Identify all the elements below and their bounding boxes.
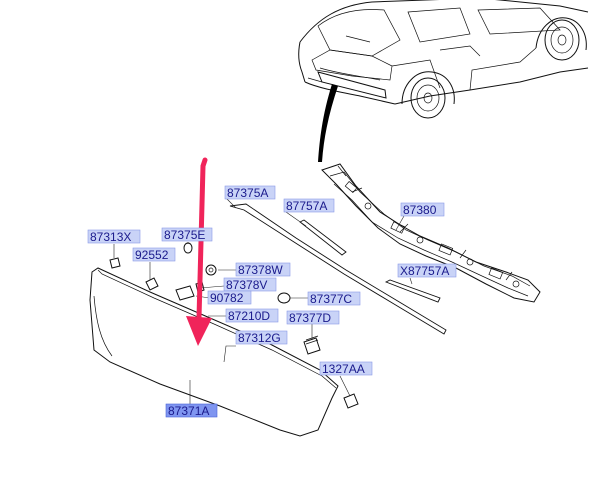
long-tape-strip: [229, 203, 447, 335]
pad-87377c: [277, 292, 291, 304]
label-87210d: 87210D: [228, 309, 270, 323]
label-87371a: 87371A: [168, 404, 209, 418]
highlight-arrow: [186, 157, 212, 346]
part-labels: 87375A 87757A 87380 87313X 87375E 92552 …: [87, 185, 457, 418]
label-87377d: 87377D: [289, 311, 331, 325]
leader-lines: [113, 197, 413, 404]
nut-92552: [145, 277, 159, 291]
label-87312g: 87312G: [238, 331, 281, 345]
clip-90782: [175, 285, 195, 301]
label-87377c: 87377C: [310, 292, 352, 306]
grommet-87375e: [183, 242, 193, 254]
tailgate-garnish-87371a: [89, 267, 339, 437]
tape-strip-right: [384, 279, 441, 303]
label-1327aa: 1327AA: [322, 362, 365, 376]
label-87375a: 87375A: [227, 186, 268, 200]
label-87757a: 87757A: [286, 199, 327, 213]
bracket-87380: [321, 163, 541, 303]
label-87378v: 87378V: [226, 278, 267, 292]
clip-87313x: [109, 257, 121, 269]
label-87313x: 87313X: [90, 230, 131, 244]
vehicle-illustration: [298, 0, 589, 119]
fasteners: [109, 242, 359, 409]
screw-1327aa: [343, 393, 359, 409]
label-87378w: 87378W: [238, 263, 283, 277]
washer-87378w: [205, 264, 217, 276]
label-92552: 92552: [135, 248, 169, 262]
label-90782: 90782: [210, 291, 244, 305]
pointer-curve: [318, 84, 338, 162]
short-tape-strip: [299, 219, 347, 256]
label-87375e: 87375E: [164, 228, 205, 242]
label-x87757a: X87757A: [400, 264, 449, 278]
label-87380: 87380: [403, 203, 437, 217]
